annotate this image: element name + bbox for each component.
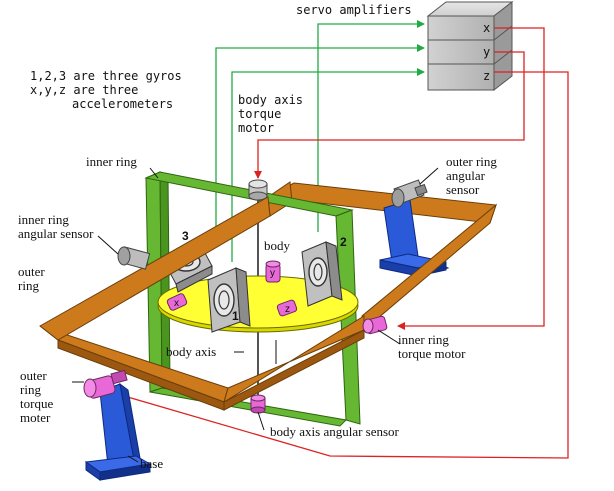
torque-command-wires bbox=[113, 27, 569, 459]
base-label: base bbox=[140, 456, 163, 471]
outer-ring-torque-motor-label-1: outer bbox=[20, 368, 47, 383]
accelerometer-x bbox=[166, 293, 188, 311]
outer-ring-edge-shading bbox=[57, 329, 365, 411]
accelerometer-y-label: y bbox=[270, 268, 275, 279]
outer-ring-front bbox=[39, 196, 498, 404]
amplifier-channel-x: x bbox=[483, 21, 490, 35]
inner-ring-torque-motor-label-1: inner ring bbox=[398, 332, 449, 347]
gyro-1 bbox=[207, 267, 251, 333]
inner-ring-label: inner ring bbox=[86, 154, 137, 169]
inner-ring-angular-sensor-label-1: inner ring bbox=[18, 212, 69, 227]
body-label: body bbox=[264, 238, 291, 253]
accelerometer-x-label: x bbox=[174, 298, 179, 309]
body-axis-torque-motor-label-1: body axis bbox=[238, 93, 303, 107]
outer-ring-torque-motor-label-2: ring bbox=[20, 382, 41, 397]
outer-ring-angular-sensor-label-2: angular bbox=[446, 168, 486, 183]
outer-ring-torque-motor bbox=[83, 369, 128, 399]
body-axis-torque-motor-label-2: torque bbox=[238, 107, 281, 121]
outer-ring-angular-sensor-label-3: sensor bbox=[446, 182, 480, 197]
servo-amplifiers-label: servo amplifiers bbox=[296, 3, 412, 17]
inner-ring-angular-sensor bbox=[117, 246, 151, 270]
servo-amplifier-box bbox=[426, 0, 514, 92]
gyro-3-label: 3 bbox=[182, 229, 189, 243]
gyro-1-label: 1 bbox=[232, 309, 239, 323]
legend-line-2: x,y,z are three bbox=[30, 83, 138, 97]
accelerometer-z-label: z bbox=[285, 304, 290, 315]
gyro-2 bbox=[301, 241, 343, 307]
gyro-2-label: 2 bbox=[340, 235, 347, 249]
body-axis-torque-motor bbox=[248, 179, 268, 201]
inner-ring-torque-motor-label-2: torque motor bbox=[398, 346, 466, 361]
body-axis-label: body axis bbox=[166, 344, 216, 359]
inner-ring-torque-motor bbox=[362, 315, 388, 335]
outer-ring-label-1: outer bbox=[18, 264, 45, 279]
inner-ring-angular-sensor-label-2: angular sensor bbox=[18, 226, 94, 241]
legend-line-1: 1,2,3 are three gyros bbox=[30, 69, 182, 83]
legend-line-3: accelerometers bbox=[72, 97, 173, 111]
outer-ring-torque-motor-label-4: moter bbox=[20, 410, 51, 425]
outer-ring-angular-sensor bbox=[391, 179, 428, 208]
body-axis-angular-sensor-label: body axis angular sensor bbox=[270, 424, 400, 439]
outer-ring-angular-sensor-label-1: outer ring bbox=[446, 154, 497, 169]
gyro-signal-wires bbox=[215, 20, 425, 262]
body-axis-angular-sensor bbox=[250, 394, 266, 414]
accelerometer-z bbox=[276, 299, 298, 317]
amplifier-channel-z: z bbox=[483, 69, 490, 83]
accelerometer-y bbox=[265, 260, 281, 283]
body-axis-torque-motor-label-3: motor bbox=[238, 121, 274, 135]
outer-ring-torque-motor-label-3: torque bbox=[20, 396, 53, 411]
outer-ring-label-2: ring bbox=[18, 278, 39, 293]
leader-lines bbox=[72, 167, 439, 463]
amplifier-channel-y: y bbox=[483, 45, 490, 59]
